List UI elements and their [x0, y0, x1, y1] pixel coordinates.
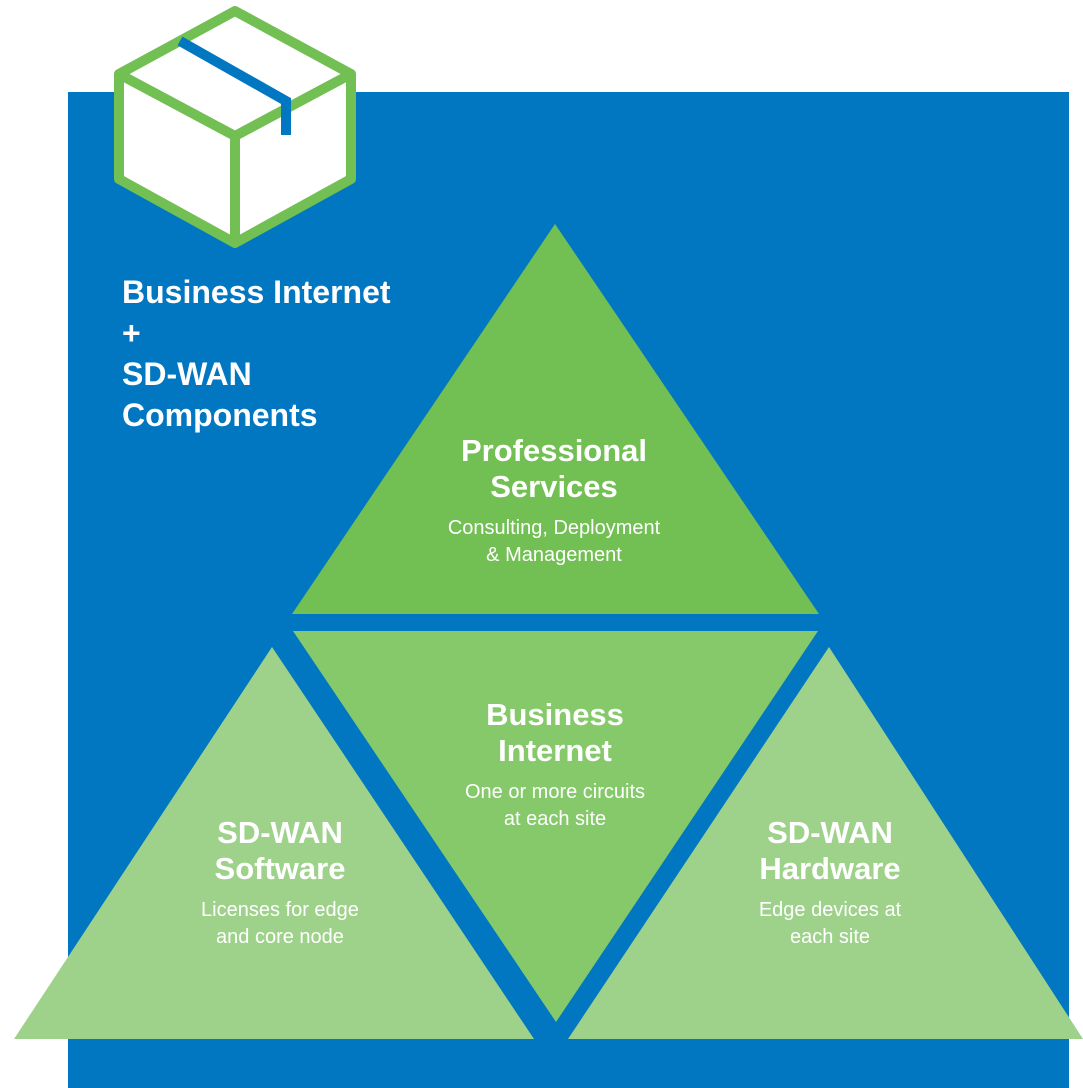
- segment-title: Software: [214, 851, 346, 886]
- segment-description: each site: [789, 926, 871, 948]
- segment-description: One or more circuits: [464, 781, 646, 803]
- segment-title: Services: [490, 469, 618, 504]
- segment-title: SD-WAN: [217, 815, 343, 850]
- segment-title: SD-WAN: [767, 815, 893, 850]
- business-internet-triangle: [293, 631, 818, 1022]
- segment-title: Hardware: [759, 851, 901, 886]
- sd-wan-hardware-triangle: [568, 647, 1083, 1039]
- diagram-heading: Business Internet + SD-WAN Components: [122, 272, 391, 436]
- sd-wan-hardware-label: SD-WAN Hardware Edge devices at each sit…: [670, 815, 990, 951]
- business-internet-label: Business Internet One or more circuits a…: [395, 697, 715, 833]
- professional-services-triangle: [292, 224, 819, 614]
- heading-line: Components: [122, 397, 318, 433]
- segment-title: Business: [486, 697, 624, 732]
- heading-line: SD-WAN: [122, 356, 252, 392]
- sd-wan-software-triangle: [14, 647, 534, 1039]
- segment-title: Internet: [498, 733, 612, 768]
- package-box-icon: [114, 6, 356, 248]
- segment-description: Consulting, Deployment: [447, 517, 661, 539]
- segment-description: Licenses for edge: [201, 899, 359, 921]
- segment-description: at each site: [503, 808, 607, 830]
- heading-line: Business Internet: [122, 274, 391, 310]
- segment-description: & Management: [486, 544, 622, 566]
- segment-description: Edge devices at: [758, 899, 902, 921]
- segment-description: and core node: [216, 926, 344, 948]
- segment-title: Professional: [460, 433, 648, 468]
- sd-wan-software-label: SD-WAN Software Licenses for edge and co…: [120, 815, 440, 951]
- professional-services-label: Professional Services Consulting, Deploy…: [394, 433, 714, 569]
- heading-line: +: [122, 315, 141, 351]
